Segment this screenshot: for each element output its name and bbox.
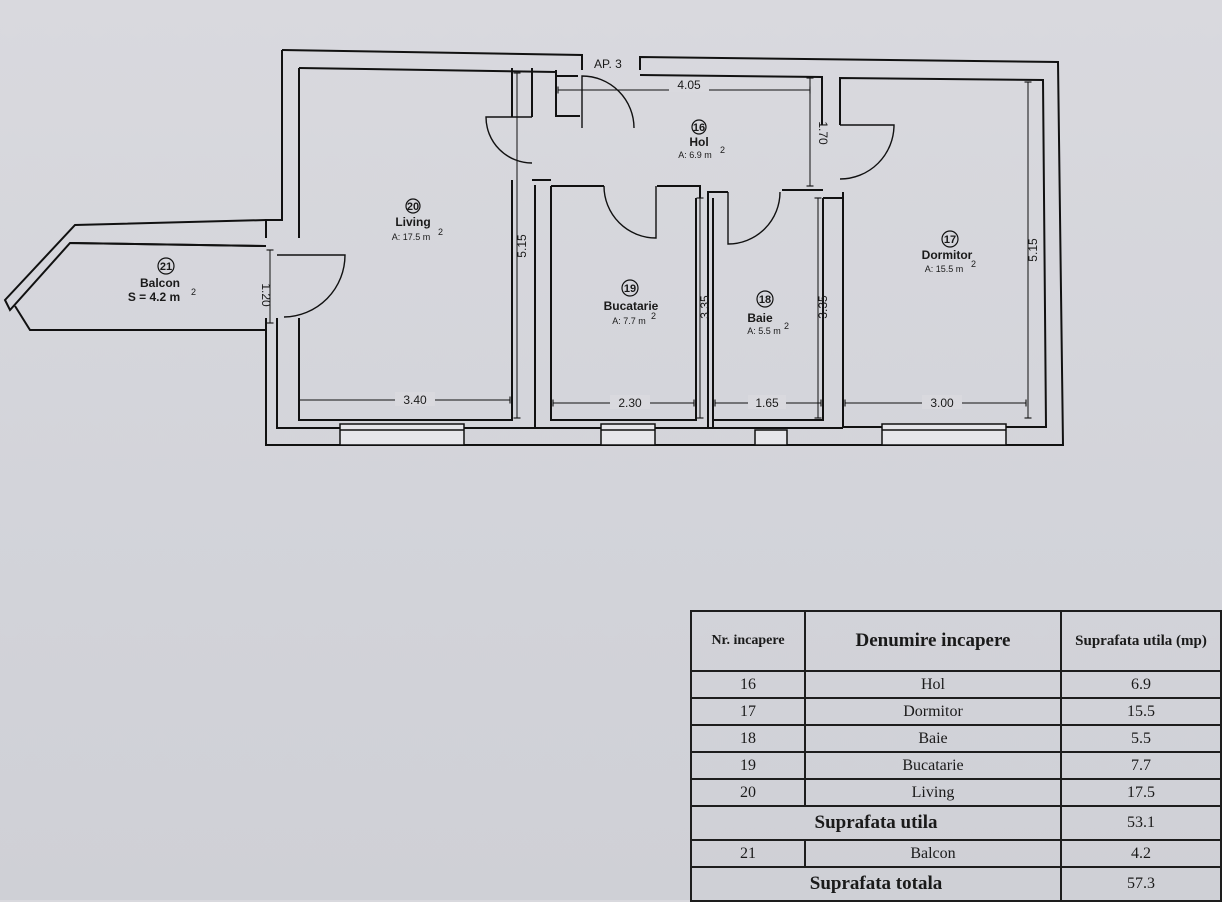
- header-area: Suprafata utila (mp): [1060, 610, 1222, 672]
- svg-text:A: 15.5 m: A: 15.5 m: [925, 264, 964, 274]
- svg-text:Balcon: Balcon: [140, 276, 180, 290]
- svg-text:A: 17.5 m: A: 17.5 m: [392, 232, 431, 242]
- dim-balcon-door: 1.20: [259, 283, 273, 307]
- room-label-dormitor: 17 Dormitor A: 15.5 m 2: [922, 230, 976, 274]
- cell-name: Bucatarie: [804, 751, 1062, 780]
- cell-nr: 17: [690, 697, 806, 726]
- svg-text:Hol: Hol: [689, 135, 708, 149]
- cell-nr: 18: [690, 724, 806, 753]
- svg-text:Living: Living: [395, 215, 430, 229]
- dim-baie-width: 1.65: [755, 396, 779, 410]
- svg-text:2: 2: [191, 287, 196, 297]
- dim-living-height: 5.15: [515, 234, 529, 258]
- svg-text:17: 17: [944, 234, 956, 246]
- cell-name: Hol: [804, 670, 1062, 699]
- table-row: 20 Living 17.5: [690, 778, 1222, 807]
- table-header-row: Nr. incapere Denumire incapere Suprafata…: [690, 610, 1222, 672]
- cell-area: 7.7: [1060, 751, 1222, 780]
- svg-text:2: 2: [438, 227, 443, 237]
- cell-area: 15.5: [1060, 697, 1222, 726]
- svg-text:Dormitor: Dormitor: [922, 248, 973, 262]
- subtotal-label: Suprafata utila: [690, 805, 1062, 841]
- door-swings: [277, 75, 895, 318]
- table-row: 16 Hol 6.9: [690, 670, 1222, 699]
- header-name: Denumire incapere: [804, 610, 1062, 672]
- cell-nr: 20: [690, 778, 806, 807]
- svg-text:A: 5.5 m: A: 5.5 m: [747, 326, 781, 336]
- dim-hol-width: 4.05: [677, 78, 701, 92]
- cell-name: Dormitor: [804, 697, 1062, 726]
- subtotal-value: 53.1: [1060, 805, 1222, 841]
- svg-text:2: 2: [651, 311, 656, 321]
- total-value: 57.3: [1060, 866, 1222, 902]
- room-label-living: 20 Living A: 17.5 m 2: [392, 198, 443, 242]
- cell-area: 5.5: [1060, 724, 1222, 753]
- total-row: Suprafata totala 57.3: [690, 866, 1222, 902]
- cell-nr: 16: [690, 670, 806, 699]
- svg-text:A: 6.9 m: A: 6.9 m: [678, 150, 712, 160]
- svg-text:Bucatarie: Bucatarie: [604, 299, 659, 313]
- svg-text:18: 18: [759, 294, 771, 306]
- svg-text:2: 2: [971, 259, 976, 269]
- total-label: Suprafata totala: [690, 866, 1062, 902]
- dim-hol-height: 1.70: [816, 121, 830, 145]
- table-row: 17 Dormitor 15.5: [690, 697, 1222, 726]
- table-row: 19 Bucatarie 7.7: [690, 751, 1222, 780]
- dim-bucatarie-width: 2.30: [618, 396, 642, 410]
- dim-dormitor-height: 5.15: [1026, 238, 1040, 262]
- dim-bucatarie-height: 3.35: [698, 295, 712, 319]
- cell-nr: 21: [690, 839, 806, 868]
- room-label-bucatarie: 19 Bucatarie A: 7.7 m 2: [604, 279, 659, 326]
- svg-text:21: 21: [160, 261, 172, 273]
- cell-name: Balcon: [804, 839, 1062, 868]
- cell-name: Living: [804, 778, 1062, 807]
- balcony-outline: [3, 219, 267, 331]
- windows: [339, 423, 1007, 446]
- svg-text:2: 2: [720, 145, 725, 155]
- room-label-balcon: 21 Balcon S = 4.2 m 2: [128, 257, 196, 304]
- svg-text:2: 2: [784, 321, 789, 331]
- dimension-lines: [266, 72, 1032, 419]
- room-label-baie: 18 Baie A: 5.5 m 2: [747, 290, 789, 336]
- dimension-labels: 4.05 1.70 5.15 5.15 3.35 3.35 1.20 3.40 …: [259, 78, 1040, 410]
- svg-text:Baie: Baie: [747, 311, 773, 325]
- svg-text:20: 20: [407, 201, 419, 213]
- dim-living-width: 3.40: [403, 393, 427, 407]
- cell-area: 17.5: [1060, 778, 1222, 807]
- cell-name: Baie: [804, 724, 1062, 753]
- room-label-hol: 16 Hol A: 6.9 m 2: [678, 119, 725, 160]
- apartment-label: AP. 3: [594, 57, 622, 71]
- cell-area: 6.9: [1060, 670, 1222, 699]
- svg-text:16: 16: [693, 122, 705, 134]
- svg-text:19: 19: [624, 283, 636, 295]
- balcony-row: 21 Balcon 4.2: [690, 839, 1222, 868]
- cell-nr: 19: [690, 751, 806, 780]
- svg-text:S = 4.2 m: S = 4.2 m: [128, 290, 180, 304]
- svg-text:A: 7.7 m: A: 7.7 m: [612, 316, 646, 326]
- table-row: 18 Baie 5.5: [690, 724, 1222, 753]
- dim-baie-height: 3.35: [816, 295, 830, 319]
- subtotal-row: Suprafata utila 53.1: [690, 805, 1222, 841]
- room-area-table: Nr. incapere Denumire incapere Suprafata…: [690, 610, 1222, 902]
- cell-area: 4.2: [1060, 839, 1222, 868]
- dim-dormitor-width: 3.00: [930, 396, 954, 410]
- header-nr: Nr. incapere: [690, 610, 806, 672]
